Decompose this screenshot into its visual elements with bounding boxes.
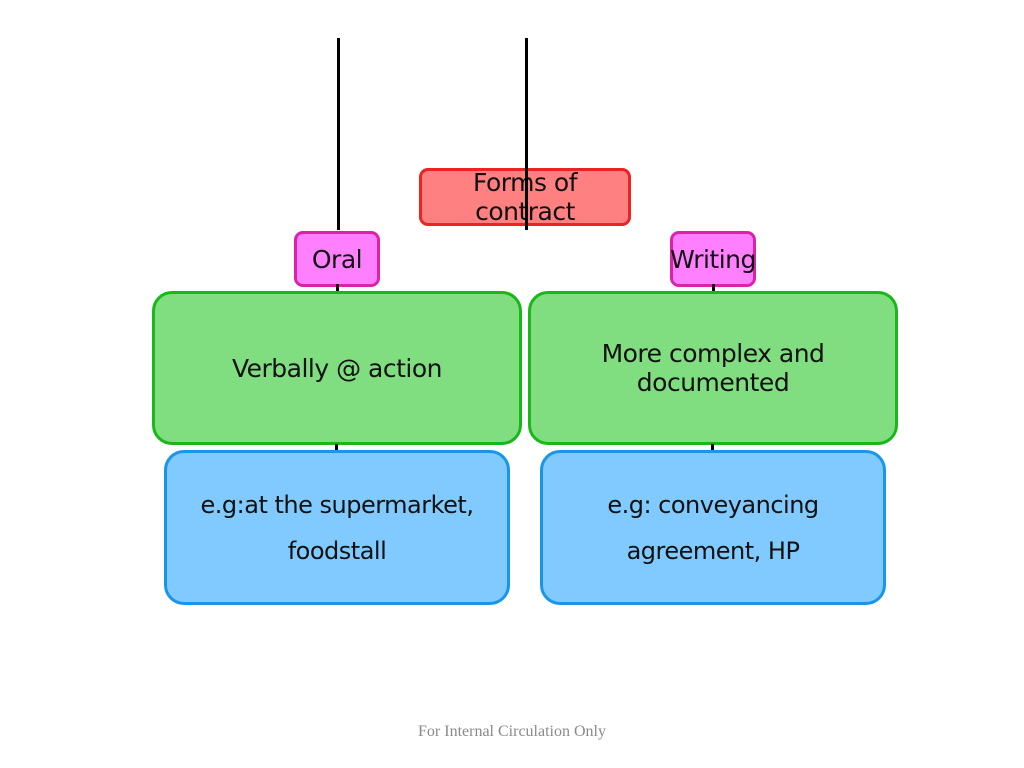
footer-text: For Internal Circulation Only bbox=[418, 723, 606, 740]
connector-stub bbox=[336, 284, 339, 292]
example-node-oral: e.g:at the supermarket, foodstall bbox=[164, 450, 510, 605]
connector-stub bbox=[712, 284, 715, 292]
branch-node-writing: Writing bbox=[670, 231, 756, 287]
description-node-writing: More complex and documented bbox=[528, 291, 898, 445]
connector-stub bbox=[711, 444, 714, 452]
description-node-oral: Verbally @ action bbox=[152, 291, 522, 445]
connector-stub bbox=[335, 444, 338, 452]
connector-line-left bbox=[337, 38, 340, 230]
branch-node-oral: Oral bbox=[294, 231, 380, 287]
example-node-writing: e.g: conveyancing agreement, HP bbox=[540, 450, 886, 605]
connector-line-center bbox=[525, 38, 528, 230]
